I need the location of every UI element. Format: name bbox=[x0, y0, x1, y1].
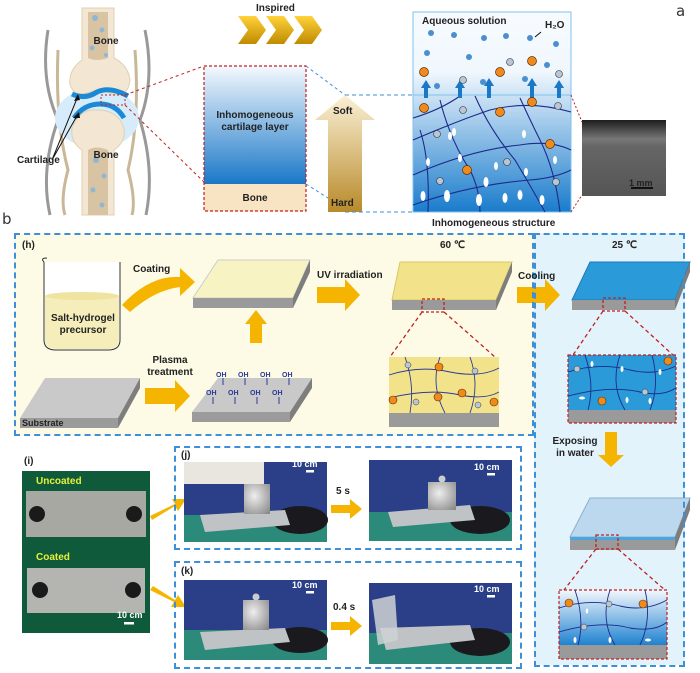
plasma-arrow bbox=[145, 380, 190, 412]
label-substrate: Substrate bbox=[22, 418, 64, 428]
oh-group-6: OH bbox=[228, 390, 239, 397]
exposing-arrow bbox=[598, 432, 624, 467]
arrow-to-j bbox=[150, 499, 186, 520]
label-coated: Coated bbox=[36, 552, 70, 563]
label-h: (h) bbox=[22, 240, 35, 251]
label-j: (j) bbox=[181, 450, 191, 461]
sem-scale-label: 1 mm bbox=[629, 178, 653, 188]
photo-j-before-scale: 10 cm bbox=[292, 459, 318, 469]
photo-j-after bbox=[369, 460, 512, 541]
arrow-5s bbox=[331, 499, 362, 519]
photo-j-before bbox=[184, 462, 328, 542]
photo-k-before-scale: 10 cm bbox=[292, 580, 318, 590]
label-bone-box: Bone bbox=[242, 193, 268, 204]
oh-group-7: OH bbox=[250, 390, 261, 397]
water-molecules bbox=[424, 30, 559, 89]
arrow-to-k bbox=[150, 586, 186, 607]
hydrogel-network-25c bbox=[567, 354, 677, 424]
cartilage-layer-box bbox=[203, 65, 351, 213]
coating-arrow bbox=[122, 268, 195, 312]
oh-group-3: OH bbox=[260, 372, 271, 379]
anion-markers bbox=[433, 58, 563, 186]
label-coating: Coating bbox=[133, 264, 171, 275]
beaker-icon bbox=[42, 257, 121, 351]
panel-h-frame bbox=[14, 233, 534, 436]
hydrogel-slab-water bbox=[563, 497, 691, 591]
photo-plates bbox=[22, 471, 150, 633]
oh-group-4: OH bbox=[282, 372, 293, 379]
label-cartilage: Cartilage bbox=[17, 155, 60, 166]
label-exposing: Exposing in water bbox=[552, 436, 598, 459]
photo-k-after-scale: 10 cm bbox=[474, 584, 500, 594]
inspired-chevrons bbox=[238, 16, 322, 44]
label-60c: 60 ℃ bbox=[440, 240, 466, 251]
oh-group-5: OH bbox=[206, 390, 217, 397]
soft-hard-gradient-arrow bbox=[315, 94, 415, 213]
label-aqueous-solution: Aqueous solution bbox=[422, 16, 507, 27]
cation-markers bbox=[419, 56, 555, 175]
cooling-arrow bbox=[517, 279, 560, 311]
photo-j-after-scale: 10 cm bbox=[474, 462, 500, 472]
label-inhomogeneous-structure: Inhomogeneous structure bbox=[432, 218, 556, 229]
label-uv-irradiation: UV irradiation bbox=[317, 270, 383, 281]
salt-crystals bbox=[420, 128, 557, 206]
label-5s: 5 s bbox=[336, 486, 350, 497]
label-h2o: H₂O bbox=[545, 20, 565, 31]
label-25c: 25 ℃ bbox=[612, 240, 638, 251]
inhomogeneous-structure-box bbox=[412, 11, 583, 213]
label-hard: Hard bbox=[331, 198, 354, 209]
knee-joint-illustration bbox=[44, 7, 205, 216]
label-plasma: Plasma treatment bbox=[147, 355, 193, 378]
sem-micrograph bbox=[582, 120, 666, 196]
hydrogel-network-water bbox=[558, 589, 668, 660]
coated-slab bbox=[192, 259, 311, 308]
label-inhomogeneous-cartilage: Inhomogeneous cartilage layer bbox=[216, 110, 294, 133]
up-arrow bbox=[245, 310, 267, 343]
panel-k-frame bbox=[174, 561, 522, 669]
hydroxylated-slab bbox=[192, 378, 312, 422]
panel-j-frame bbox=[174, 446, 522, 550]
label-soft: Soft bbox=[333, 106, 353, 117]
hydrogel-slab-60c bbox=[389, 261, 513, 358]
label-bone-top: Bone bbox=[93, 36, 119, 47]
label-k: (k) bbox=[181, 566, 194, 577]
oh-group-1: OH bbox=[216, 372, 227, 379]
photo-k-before bbox=[184, 580, 328, 660]
arrow-0-4s bbox=[331, 616, 362, 636]
hydrogel-slab-25c bbox=[571, 261, 691, 356]
hydrogel-network-60c bbox=[388, 356, 500, 427]
label-0-4s: 0.4 s bbox=[333, 602, 356, 613]
label-i: (i) bbox=[24, 456, 34, 467]
label-uncoated: Uncoated bbox=[36, 476, 82, 487]
label-bone-bottom: Bone bbox=[93, 150, 119, 161]
substrate-slab bbox=[20, 378, 140, 428]
panel-a-letter: a bbox=[676, 2, 686, 20]
uv-arrow bbox=[317, 279, 360, 311]
oh-group-8: OH bbox=[272, 390, 283, 397]
label-cooling: Cooling bbox=[518, 271, 556, 282]
oh-group-2: OH bbox=[238, 372, 249, 379]
plates-scale-label: 10 cm bbox=[117, 610, 143, 620]
panel-b-letter: b bbox=[2, 210, 12, 228]
label-beaker: Salt-hydrogel precursor bbox=[51, 313, 115, 336]
photo-k-after bbox=[369, 583, 512, 664]
cooling-column-frame bbox=[534, 233, 685, 667]
label-inspired: Inspired bbox=[256, 3, 295, 14]
